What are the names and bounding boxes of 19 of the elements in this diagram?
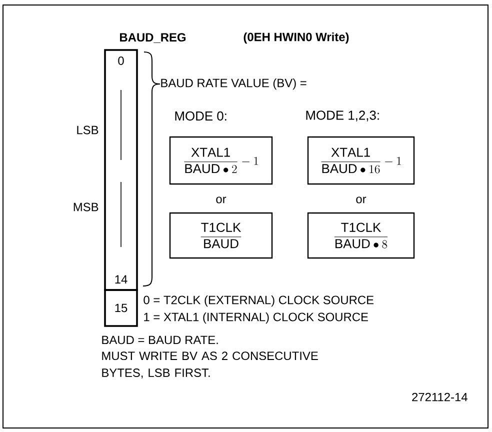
bit-description: 1 = XTAL1 (INTERNAL) CLOCK SOURCE — [144, 312, 368, 324]
note-text: MUST WRITE BV AS 2 CONSECUTIVE BYTES, LSB FIRST. — [102, 352, 318, 378]
register-address: (0EH HWIN0 Write) — [244, 32, 349, 44]
formula-box: $\dfrac{\mathrm{T1CLK}}{\mathrm{BAUD}\bullet 8}$ — [307, 212, 415, 259]
figure-number: 272112-14 — [412, 392, 468, 402]
or-text: or — [356, 196, 366, 204]
formula-box: $\dfrac{\mathrm{T1CLK}}{\mathrm{BAUD}}$ — [169, 212, 273, 259]
register-bit-field: 15 — [104, 289, 138, 327]
register-name: BAUD_REG — [120, 33, 186, 43]
bit-label: MSB — [74, 202, 98, 212]
bit-description: 0 = T2CLK (EXTERNAL) CLOCK SOURCE — [144, 295, 374, 307]
formula-heading: BAUD RATE VALUE (BV) = — [161, 78, 306, 90]
formula-box: $\dfrac{\mathrm{XTAL1}}{\mathrm{BAUD}\bullet 16}-1$ — [307, 136, 415, 185]
formula-box: $\dfrac{\mathrm{XTAL1}}{\mathrm{BAUD}\bullet 2}-1$ — [169, 136, 273, 185]
bit-label: LSB — [77, 126, 98, 134]
mode-heading: MODE 1,2,3: — [306, 110, 379, 122]
or-text: or — [216, 196, 226, 204]
mode-heading: MODE 0: — [175, 111, 226, 121]
register-bit-field: LSB MSB 0 14 — [74, 49, 138, 291]
